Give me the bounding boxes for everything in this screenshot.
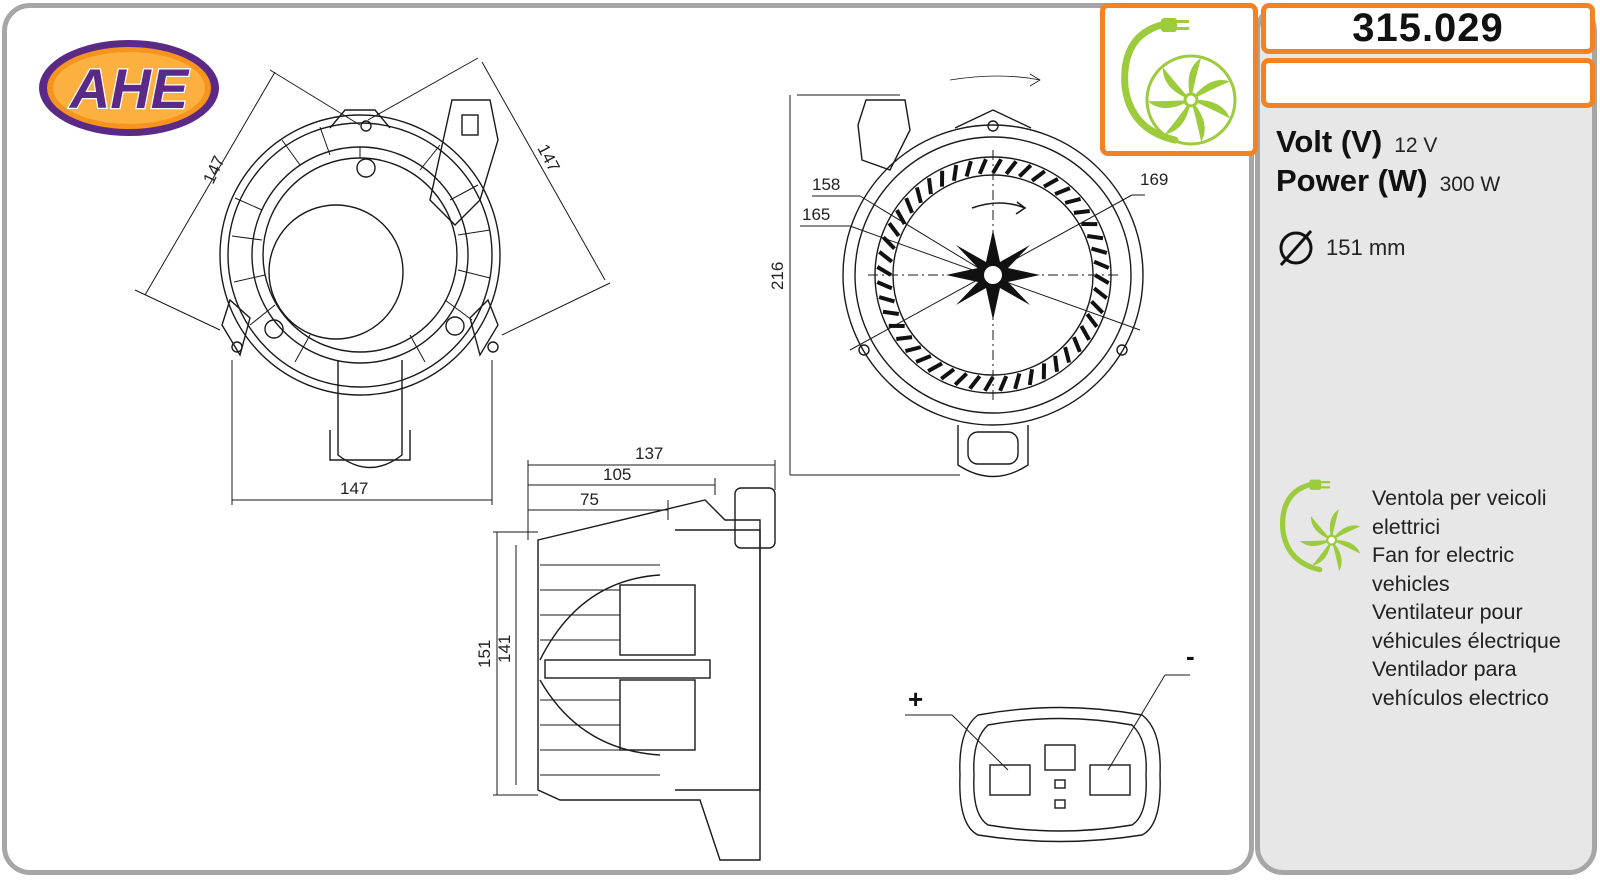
dim-front-width: 147 [340,479,368,498]
spec-diameter: 151 mm [1276,228,1405,268]
ahe-logo: AHE [39,40,219,136]
impeller-blade [876,280,893,291]
rotor-star [946,230,1040,320]
minus-terminal-label: - [1186,641,1195,671]
impeller-blade [896,335,913,341]
drawing-frame [2,3,1254,875]
spec-volt: Volt (V) 12 V [1276,124,1437,160]
part-number-box: 315.029 [1261,3,1595,54]
impeller-blade [977,158,988,175]
description-block: Ventola per veicoli elettrici Fan for el… [1372,484,1582,712]
impeller-blade [1093,273,1110,285]
impeller-blade [1004,160,1018,176]
impeller-blade [1072,336,1082,353]
spec-power: Power (W) 300 W [1276,163,1500,199]
impeller-blade [1063,346,1072,364]
description-line: Ventilador para [1372,657,1517,681]
impeller-blade [1079,325,1091,341]
volt-value: 12 V [1394,134,1438,157]
impeller-blade [1093,259,1110,270]
brand-name: AHE [68,57,190,120]
volt-label: Volt (V) [1276,124,1383,159]
impeller-blade [1090,246,1108,255]
impeller-blade [1018,163,1033,178]
impeller-blade [1073,209,1090,215]
impeller-blade [940,367,956,381]
plus-terminal-label: + [908,684,923,714]
impeller-blade [904,197,914,214]
dim-side-141: 141 [495,635,514,663]
impeller-blade [1030,169,1046,183]
description-line: véhicules électrique [1372,628,1561,653]
connector-view [905,674,1190,843]
part-number: 315.029 [1352,6,1504,50]
diameter-icon [1279,230,1313,266]
impeller-blade [964,160,973,178]
impeller-blade [1043,177,1059,189]
impeller-blade [914,186,923,204]
description-line: Ventilateur pour [1372,600,1523,624]
impeller-blade [882,309,900,317]
technical-drawing: 147 147 147 158 165 169 216 137 105 75 1… [134,57,1195,861]
impeller-blade [895,209,907,225]
dim-rear-158: 158 [812,175,840,194]
impeller-blade [951,164,959,182]
impeller-blade [953,372,968,387]
impeller-blade [1064,196,1082,205]
impeller-blade [991,158,1003,175]
impeller-blade [1092,286,1108,300]
dim-rear-216: 216 [768,262,787,290]
impeller-blade [1027,368,1035,386]
power-label: Power (W) [1276,163,1428,198]
impeller-blade [968,374,982,390]
impeller-blade [887,222,901,238]
impeller-blade [1085,312,1099,328]
description-line: vehículos electrico [1372,685,1549,710]
impeller-blade [876,265,893,277]
info-panel [1255,3,1597,875]
impeller-blade [927,178,933,195]
impeller-blade [878,295,896,304]
impeller-blade [1086,233,1104,241]
impeller-blade [1053,355,1059,372]
impeller-blade [1054,186,1071,196]
impeller-blade [983,375,995,392]
description-line: elettrici [1372,514,1441,539]
dim-side-151: 151 [475,640,494,668]
diameter-value: 151 mm [1326,235,1406,260]
impeller-blade [927,361,943,373]
impeller-blade [878,250,894,264]
side-view [493,460,776,861]
dim-side-137: 137 [635,444,663,463]
impeller-blades [876,158,1110,392]
dim-side-75: 75 [580,490,599,509]
dim-front-diag-right: 147 [533,141,563,175]
description-line: Ventola per veicoli [1372,486,1547,510]
impeller-blade [915,354,932,364]
ev-fan-plug-icon [1121,18,1237,146]
impeller-blade [1090,300,1105,315]
dim-front-diag-left: 147 [199,153,228,187]
description-line: vehicles [1372,571,1450,596]
dim-rear-169: 169 [1140,170,1168,189]
impeller-blade [998,375,1009,392]
power-value: 300 W [1439,173,1501,196]
impeller-blade [881,235,896,250]
description-line: Fan for electric [1372,543,1515,567]
impeller-blade [1013,372,1022,390]
ev-fan-plug-icon [1280,479,1361,573]
front-view [134,57,611,505]
impeller-blade [904,345,922,354]
dim-rear-165: 165 [802,205,830,224]
dim-side-105: 105 [603,465,631,484]
secondary-code-box [1261,58,1595,108]
